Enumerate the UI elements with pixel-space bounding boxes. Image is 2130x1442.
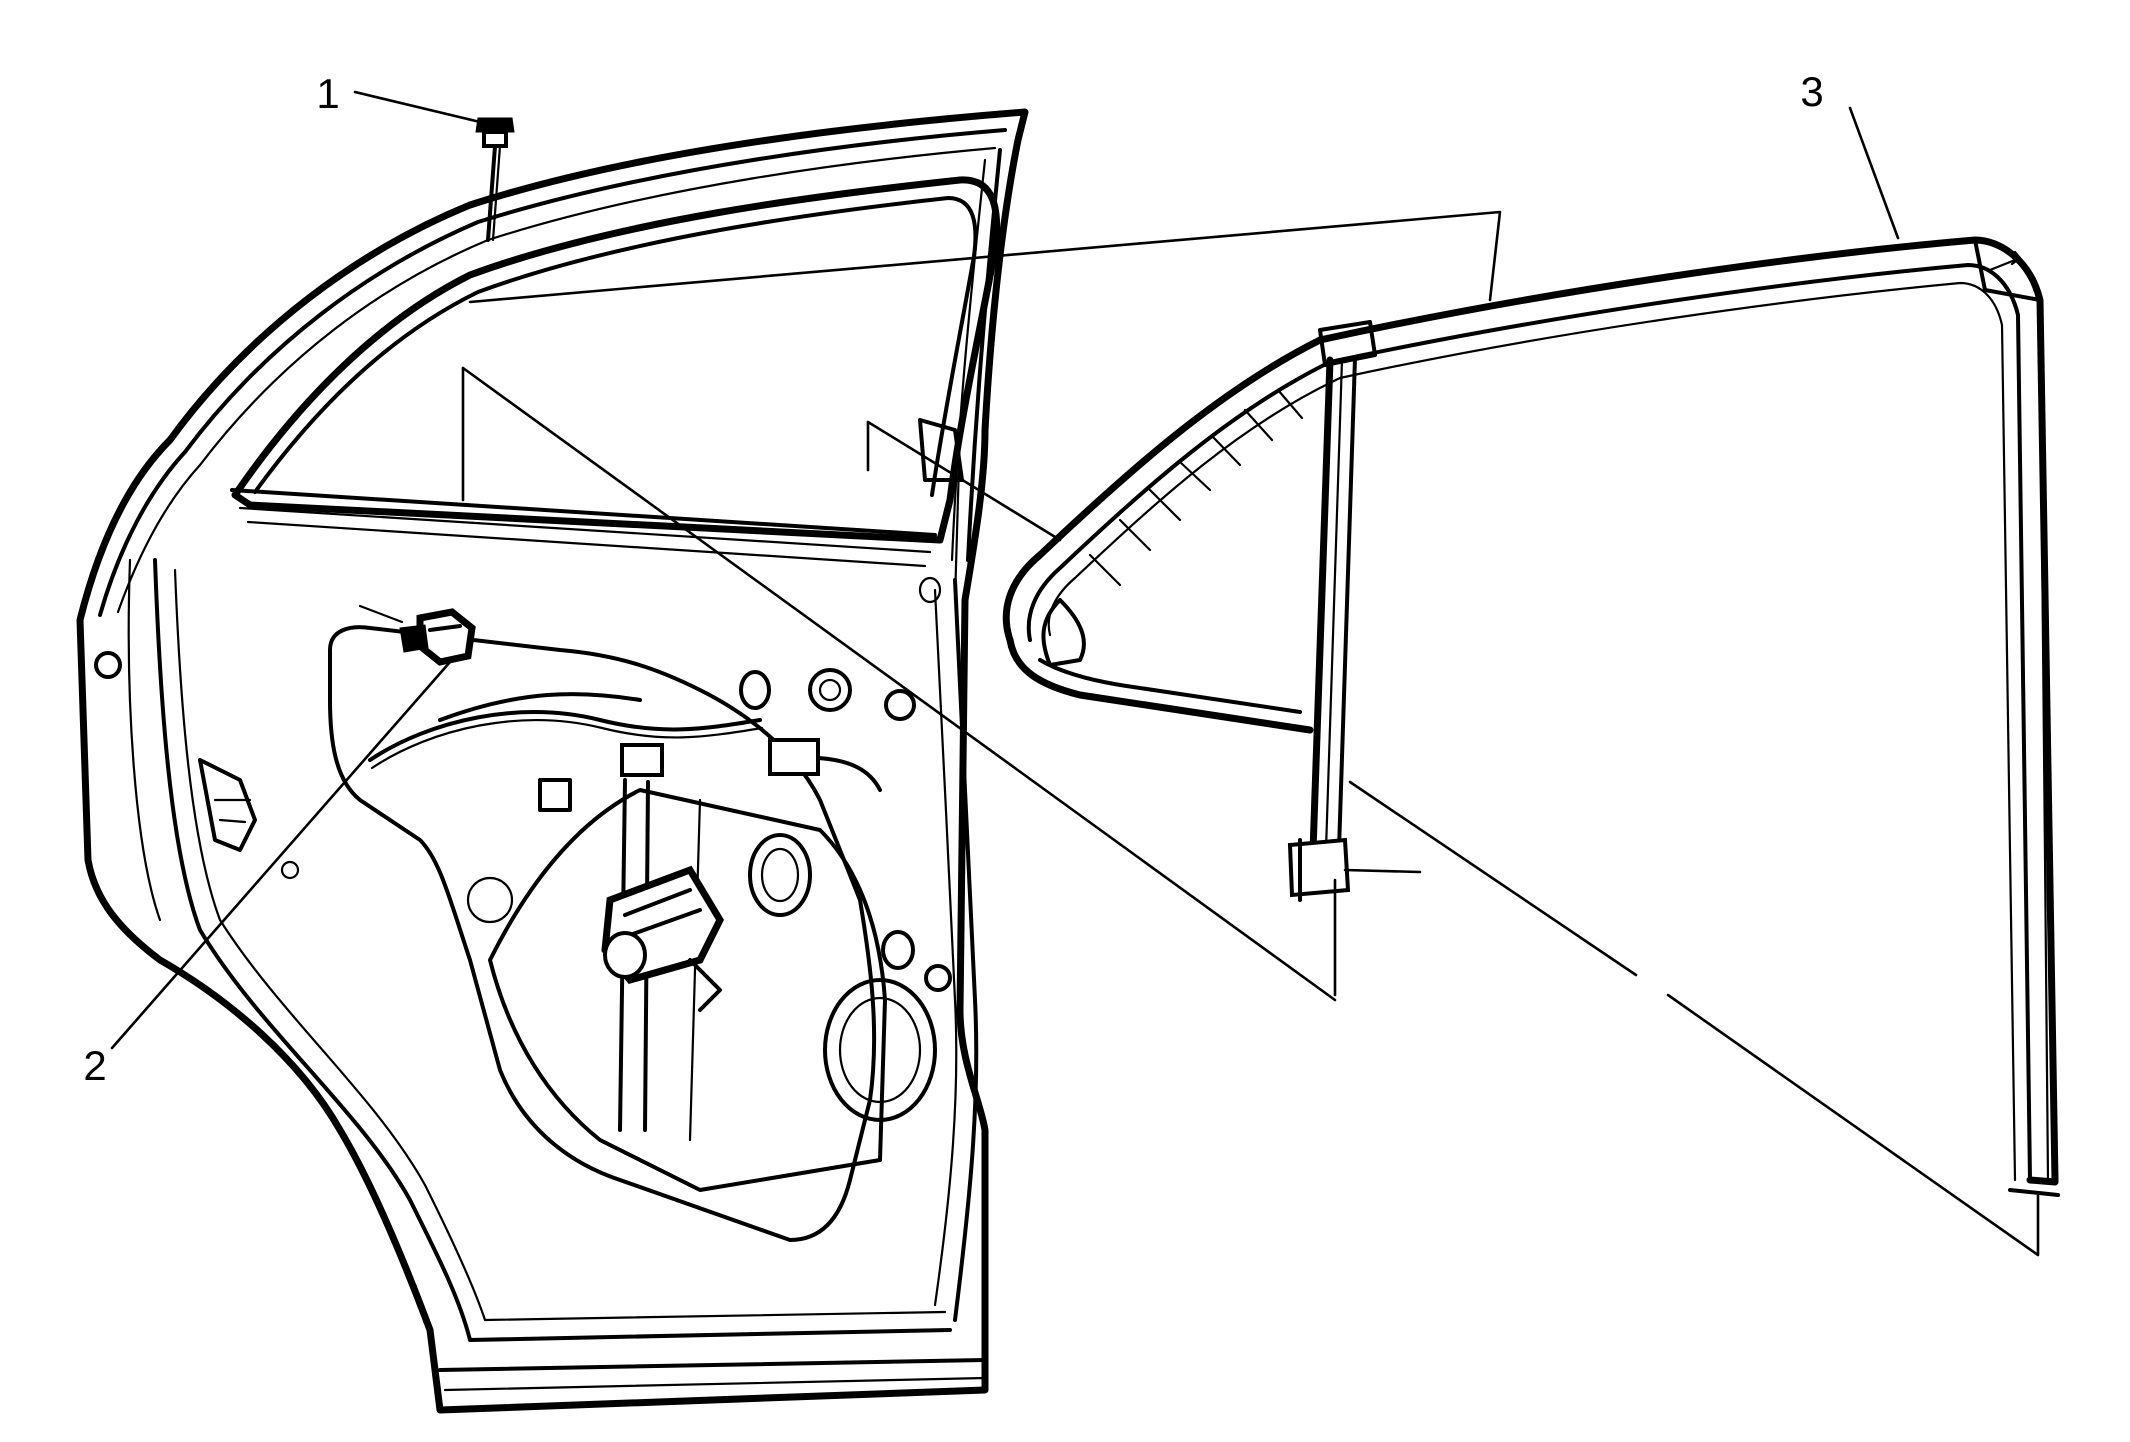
window-run-channel-3 (1002, 236, 2060, 1197)
alignment-lines (461, 210, 2040, 1257)
bolt-1 (475, 117, 515, 242)
callout-2: 2 (83, 1042, 106, 1089)
window-motor (601, 865, 724, 1012)
callout-1: 1 (316, 70, 339, 117)
bolt-2 (358, 604, 476, 666)
callout-3: 3 (1800, 68, 1823, 115)
callout-leaders (110, 90, 1900, 1050)
rear-door-panel (76, 108, 1029, 1414)
